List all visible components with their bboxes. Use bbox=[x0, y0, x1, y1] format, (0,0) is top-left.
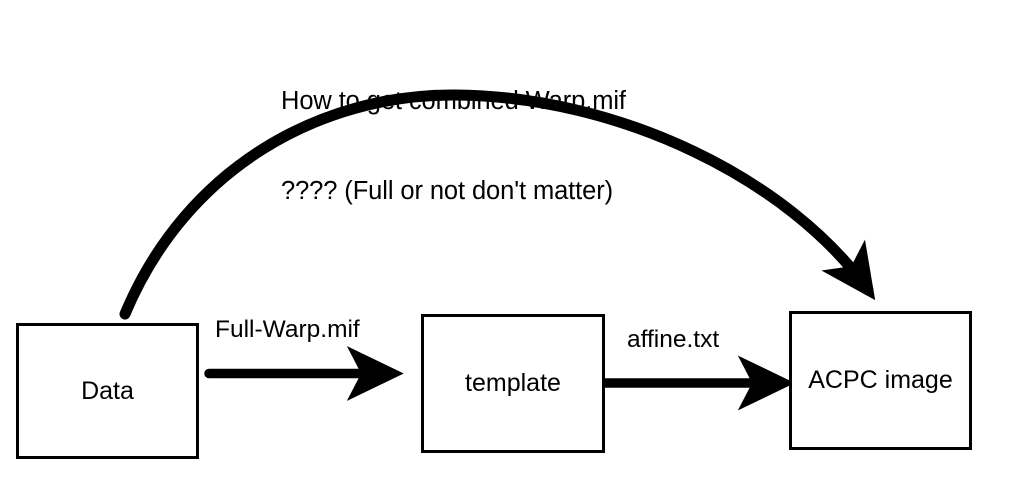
edge-label-affine: affine.txt bbox=[627, 326, 720, 353]
node-acpc-image[interactable]: ACPC image bbox=[789, 311, 972, 450]
node-template[interactable]: template bbox=[421, 314, 605, 453]
node-template-label: template bbox=[465, 369, 561, 397]
curved-arrow-data-to-acpc bbox=[119, 89, 876, 320]
node-data[interactable]: Data bbox=[16, 323, 199, 459]
question-annotation: How to get combined Warp.mif ???? (Full … bbox=[281, 26, 626, 266]
edge-label-full-warp: Full-Warp.mif bbox=[215, 316, 360, 343]
node-data-label: Data bbox=[81, 376, 134, 405]
question-annotation-line-1: How to get combined Warp.mif bbox=[281, 87, 626, 115]
question-annotation-line-2: ???? (Full or not don't matter) bbox=[281, 177, 614, 205]
node-acpc-image-label: ACPC image bbox=[808, 366, 953, 394]
